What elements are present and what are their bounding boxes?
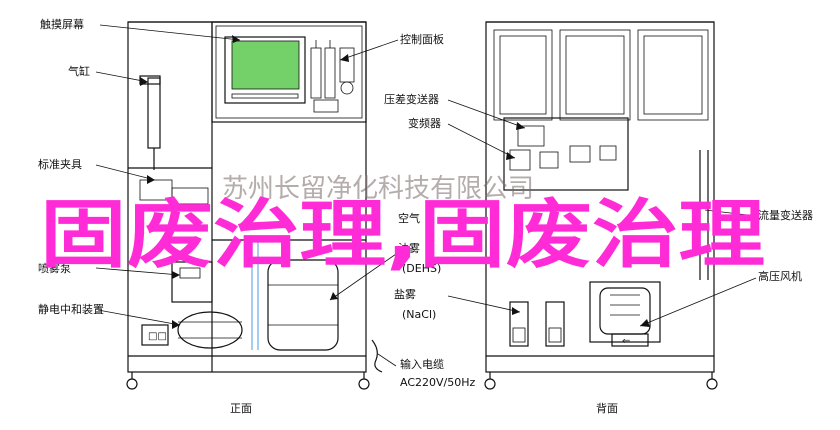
label-air: 空气 xyxy=(398,211,420,225)
label-standard-fixture: 标准夹具 xyxy=(38,157,82,171)
label-pressure-transmitter: 压差变送器 xyxy=(384,92,439,106)
label-salt-fog-formula: (NaCl) xyxy=(402,308,436,321)
back-view: ⇐ xyxy=(484,21,718,390)
label-power-spec: AC220V/50Hz xyxy=(400,376,476,389)
label-flow-transmitter: 流量变送器 xyxy=(758,208,813,222)
company-watermark: 苏州长留净化科技有限公司 xyxy=(222,174,534,204)
label-input-cable: 输入电缆 xyxy=(400,357,444,371)
label-static-neutralizer: 静电中和装置 xyxy=(38,302,104,316)
label-front-view: 正面 xyxy=(230,402,252,415)
label-oil-mist: 油雾 xyxy=(398,241,420,255)
label-back-view: 背面 xyxy=(596,401,618,415)
label-control-panel: 控制面板 xyxy=(400,32,444,46)
label-oil-mist-formula: (DEHS) xyxy=(402,262,441,275)
label-high-pressure-fan: 高压风机 xyxy=(758,269,802,283)
label-spray-pump: 喷雾泵 xyxy=(38,262,71,275)
label-touch-screen: 触摸屏幕 xyxy=(40,17,84,31)
svg-text:□□: □□ xyxy=(148,331,167,342)
svg-text:⇐: ⇐ xyxy=(622,336,630,347)
label-salt-fog: 盐雾 xyxy=(394,288,416,301)
touch-screen-display xyxy=(231,40,300,90)
label-inverter: 变频器 xyxy=(408,116,441,130)
front-view: □□ xyxy=(126,21,383,390)
overlay-banner: 固废治理,固废治理 xyxy=(40,192,765,278)
leader-lines xyxy=(95,24,757,367)
label-cylinder: 气缸 xyxy=(68,64,90,78)
